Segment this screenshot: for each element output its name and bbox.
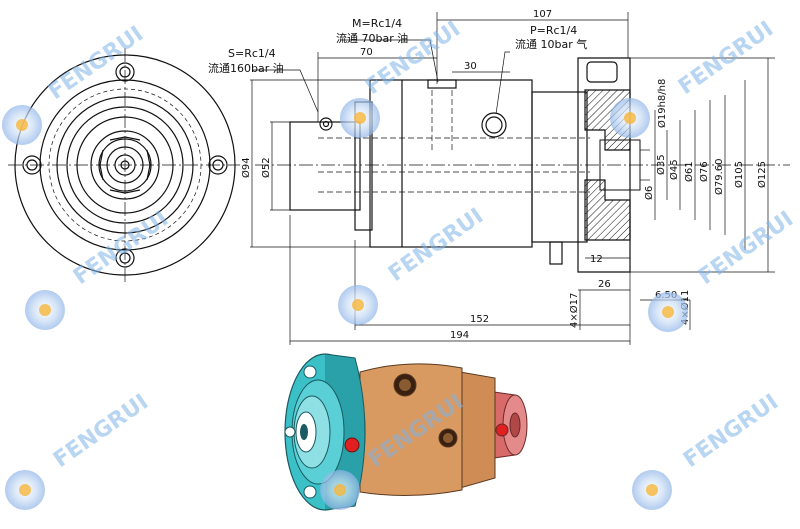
label-m-desc: 流通 70bar 油 [336,31,408,45]
label-p-port: P=Rc1/4 [530,24,577,37]
dim-12: 12 [590,254,603,265]
dim-107: 107 [533,9,552,20]
dim-phi94: Ø94 [240,157,252,178]
watermark-logo [25,290,65,330]
dim-phi76: Ø76 [698,161,710,182]
watermark-logo [320,470,360,510]
dim-30: 30 [464,61,477,72]
watermark-text: FENGRUI [384,204,488,287]
dim-phi61: Ø61 [683,161,695,182]
watermark-text: FENGRUI [49,390,153,473]
dim-phi35: Ø35 [655,154,667,175]
dimension-values: 107 70 30 152 194 12 26 6.50 Ø94 Ø52 Ø6 … [240,9,768,341]
label-s-port: S=Rc1/4 [228,47,276,60]
label-p-desc: 流通 10bar 气 [515,37,587,51]
dim-phi79-60: Ø79.60 [713,159,725,196]
label-s-desc: 流通160bar 油 [208,61,284,75]
watermark-logo [648,292,688,332]
watermark-logo [338,285,378,325]
dim-phi19: Ø19h8/h8 [656,79,668,128]
front-view [8,48,240,282]
port-labels: S=Rc1/4 流通160bar 油 M=Rc1/4 流通 70bar 油 P=… [208,17,587,75]
watermark-logo [5,470,45,510]
dim-phi6: Ø6 [643,186,655,200]
watermark-logo [610,98,650,138]
dim-phi52: Ø52 [260,157,272,178]
dim-194: 194 [450,330,469,341]
dim-70: 70 [360,47,373,58]
dim-4x-phi17: 4×Ø17 [568,293,580,328]
label-m-port: M=Rc1/4 [352,17,402,30]
watermark-text: FENGRUI [679,390,783,473]
watermark-logo [632,470,672,510]
watermark-logo [340,98,380,138]
dim-phi125: Ø125 [756,161,768,188]
side-view [255,57,790,273]
dimension-lines [250,12,775,345]
dim-26: 26 [598,279,611,290]
dim-152: 152 [470,314,489,325]
watermark-text: FENGRUI [44,22,148,105]
dim-phi45: Ø45 [668,159,680,180]
watermarks: FENGRUI FENGRUI FENGRUI FENGRUI FENGRUI … [2,17,798,510]
dim-phi105: Ø105 [733,161,745,188]
watermark-logo [2,105,42,145]
